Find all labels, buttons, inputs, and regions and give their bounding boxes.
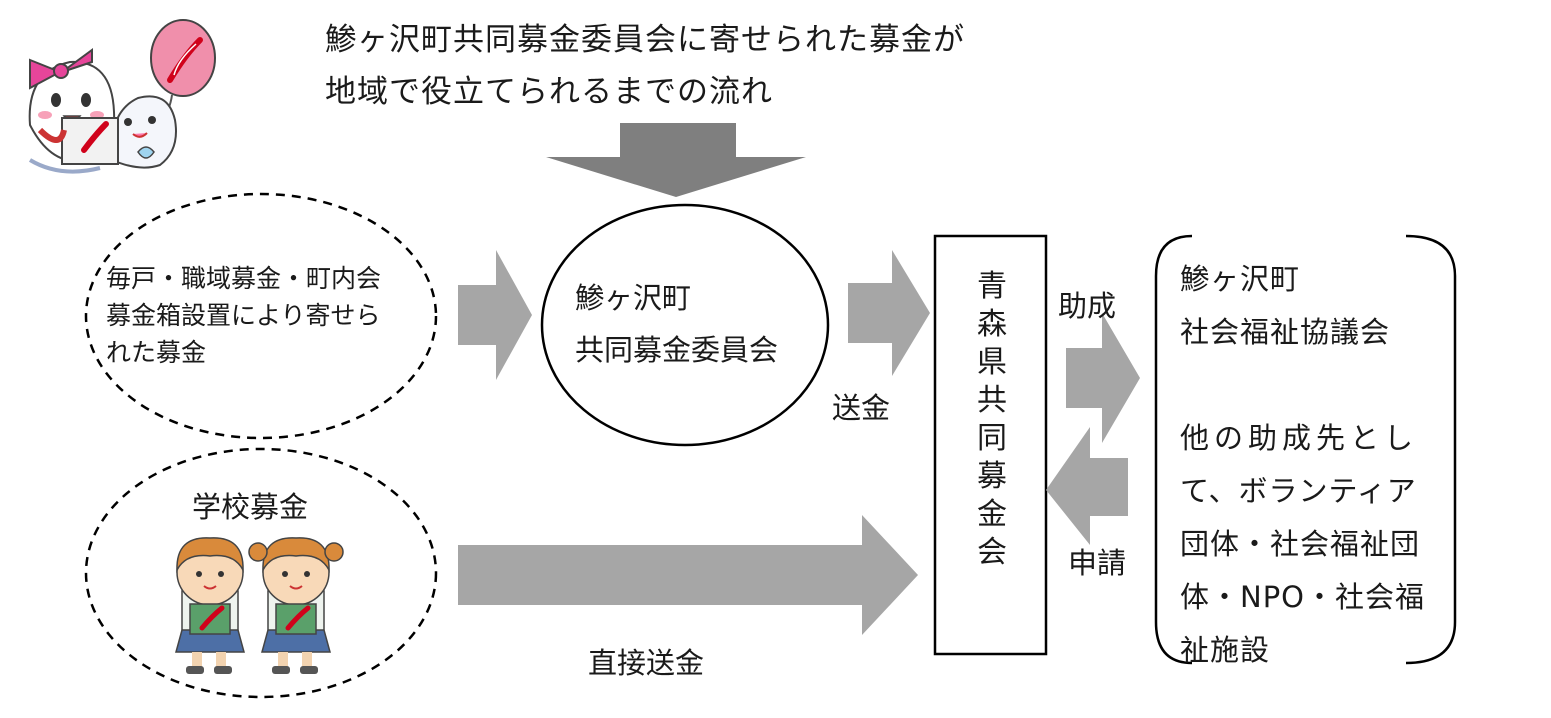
prefecture-char: 金	[977, 497, 1007, 532]
diagram-title: 鯵ヶ沢町共同募金委員会に寄せられた募金が 地域で役立てられるまでの流れ	[325, 14, 965, 118]
committee-circle	[540, 203, 830, 447]
welfare-desc-line: 体・NPO・社会福	[1180, 580, 1426, 614]
prefecture-box	[933, 234, 1048, 656]
school-donations-ellipse	[84, 447, 438, 699]
welfare-text: 鯵ヶ沢町 社会福祉協議会 他の助成先とし て、ボランティア 団体・社会福祉団 体…	[1180, 253, 1442, 677]
title-line-1: 鯵ヶ沢町共同募金委員会に寄せられた募金が	[325, 22, 965, 58]
household-line-2: 募金箱設置により寄せら	[106, 301, 381, 330]
prefecture-char: 共	[977, 383, 1007, 418]
top-down-arrow	[546, 123, 806, 197]
prefecture-char: 県	[977, 345, 1007, 380]
committee-line-2: 共同募金委員会	[575, 333, 779, 367]
committee-text: 鯵ヶ沢町 共同募金委員会	[575, 272, 778, 376]
welfare-desc-line: 祉施設	[1180, 633, 1271, 667]
grant-label: 助成	[1058, 289, 1117, 323]
prefecture-label: 青 森 県 共 同 募 金 会	[968, 268, 1016, 572]
prefecture-char: 会	[977, 535, 1007, 570]
welfare-name-line-2: 社会福祉協議会	[1180, 315, 1391, 349]
prefecture-char: 同	[977, 421, 1007, 456]
household-line-1: 毎戸・職域募金・町内会	[106, 264, 382, 293]
arrow-apply	[1046, 427, 1128, 545]
household-donations-ellipse	[84, 192, 438, 440]
welfare-desc-line: 他の助成先とし	[1180, 421, 1419, 455]
arrow-grant	[1066, 313, 1140, 443]
arrow-committee-to-prefecture	[848, 250, 930, 376]
send-label: 送金	[832, 391, 891, 425]
household-donations-text: 毎戸・職域募金・町内会 募金箱設置により寄せら れた募金	[106, 260, 381, 371]
arrow-school-to-prefecture	[458, 515, 918, 635]
arrow-household-to-committee	[458, 250, 532, 380]
two-children-with-red-feather-collection-box-icon	[175, 537, 344, 674]
mascot-with-red-feather-balloon-icon	[28, 19, 216, 174]
welfare-desc-line: 団体・社会福祉団	[1180, 527, 1421, 561]
prefecture-char: 森	[977, 307, 1007, 342]
welfare-desc-line: て、ボランティア	[1180, 474, 1417, 508]
prefecture-char: 募	[977, 459, 1007, 494]
household-line-3: れた募金	[106, 338, 207, 367]
title-line-2: 地域で役立てられるまでの流れ	[325, 74, 773, 110]
welfare-name-line-1: 鯵ヶ沢町	[1180, 262, 1301, 296]
prefecture-char: 青	[977, 269, 1007, 304]
school-donations-label: 学校募金	[192, 490, 309, 524]
committee-line-1: 鯵ヶ沢町	[575, 281, 692, 315]
direct-send-label: 直接送金	[588, 646, 705, 680]
welfare-bracket-box	[1154, 234, 1457, 665]
welfare-spacer	[1180, 359, 1442, 412]
apply-label: 申請	[1068, 546, 1127, 580]
